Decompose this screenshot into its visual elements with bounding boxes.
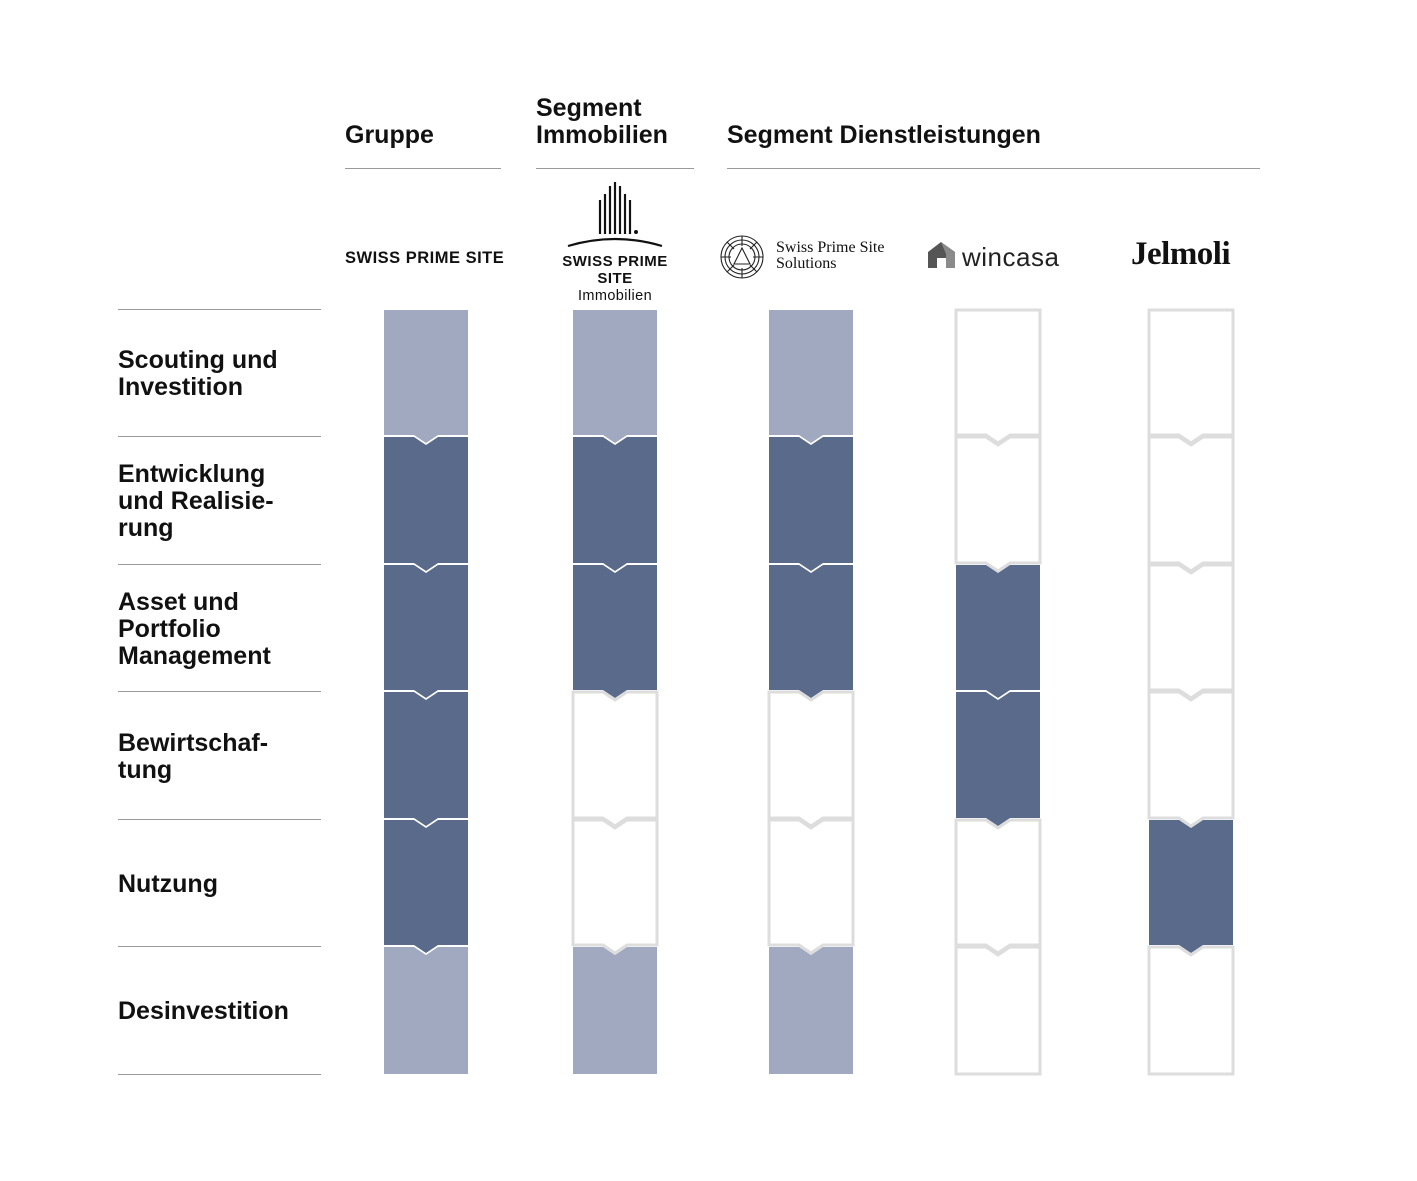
row-divider — [118, 691, 321, 692]
cell-immobilien-row5-empty — [571, 818, 659, 955]
cell-wincasa-row3-dark — [956, 565, 1040, 698]
cell-gruppe-row6-light — [384, 947, 468, 1074]
cell-gruppe-row3-dark — [384, 565, 468, 698]
row-label-desinvestition: Desinvestition — [118, 997, 289, 1025]
cell-solutions-row2-dark — [769, 437, 853, 571]
cell-gruppe-row5-dark — [384, 820, 468, 953]
row-label-bewirtschaftung: Bewirtschaf-tung — [118, 729, 269, 784]
logo-jelmoli: Jelmoli — [1131, 236, 1231, 272]
logo-swiss-prime-site-immobilien: SWISS PRIME SITE Immobilien — [545, 180, 685, 304]
cell-solutions-row1-light — [769, 310, 853, 443]
cell-jelmoli-row3-empty — [1147, 563, 1235, 700]
segment-divider-gruppe — [345, 168, 501, 169]
cell-jelmoli-row1-empty — [1147, 308, 1235, 445]
logo-solutions-line1: Swiss Prime Site — [776, 239, 885, 256]
cell-immobilien-row6-light — [573, 947, 657, 1074]
logo-swiss-prime-site-immobilien-name: SWISS PRIME SITE — [562, 253, 668, 287]
row-divider — [118, 819, 321, 820]
building-lines-icon — [567, 182, 663, 248]
segment-header-immobilien-line2: Immobilien — [536, 121, 668, 149]
row-divider — [118, 564, 321, 565]
cell-jelmoli-row4-empty — [1147, 690, 1235, 828]
cell-gruppe-row1-light — [384, 310, 468, 443]
row-label-nutzung: Nutzung — [118, 870, 218, 898]
row-divider — [118, 309, 321, 310]
cell-jelmoli-row5-dark — [1149, 820, 1233, 953]
logo-swiss-prime-site-immobilien-sub: Immobilien — [577, 288, 653, 304]
cell-immobilien-row2-dark — [573, 437, 657, 571]
cell-gruppe-row4-dark — [384, 692, 468, 826]
cell-immobilien-row1-light — [573, 310, 657, 443]
segment-header-gruppe: Gruppe — [345, 121, 434, 149]
cell-wincasa-row5-empty — [954, 818, 1042, 955]
cell-jelmoli-row6-empty — [1147, 945, 1235, 1076]
cell-jelmoli-row2-empty — [1147, 435, 1235, 573]
cell-gruppe-row2-dark — [384, 437, 468, 571]
cell-immobilien-row3-dark — [573, 565, 657, 698]
cell-immobilien-row4-empty — [571, 690, 659, 828]
logo-solutions-line2: Solutions — [776, 255, 837, 272]
segment-divider-dienstleistungen — [727, 168, 1260, 169]
cell-solutions-row6-light — [769, 947, 853, 1074]
logo-swiss-prime-site: SWISS PRIME SITE — [345, 249, 505, 267]
solutions-spiral-icon — [720, 235, 764, 279]
logo-wincasa-text: wincasa — [962, 242, 1060, 272]
segment-header-immobilien: Segment Immobilien — [536, 95, 668, 149]
segment-header-dienstleistungen: Segment Dienstleistungen — [727, 121, 1041, 149]
cell-solutions-row5-empty — [767, 818, 855, 955]
row-divider — [118, 946, 321, 947]
segment-divider-immobilien — [536, 168, 694, 169]
cell-wincasa-row4-dark — [956, 692, 1040, 826]
house-icon — [928, 242, 955, 268]
cell-solutions-row4-empty — [767, 690, 855, 828]
cell-wincasa-row1-empty — [954, 308, 1042, 445]
segment-header-immobilien-line1: Segment — [536, 94, 642, 122]
row-divider — [118, 436, 321, 437]
cell-wincasa-row2-empty — [954, 435, 1042, 573]
cell-solutions-row3-dark — [769, 565, 853, 698]
cell-wincasa-row6-empty — [954, 945, 1042, 1076]
row-divider — [118, 1074, 321, 1075]
